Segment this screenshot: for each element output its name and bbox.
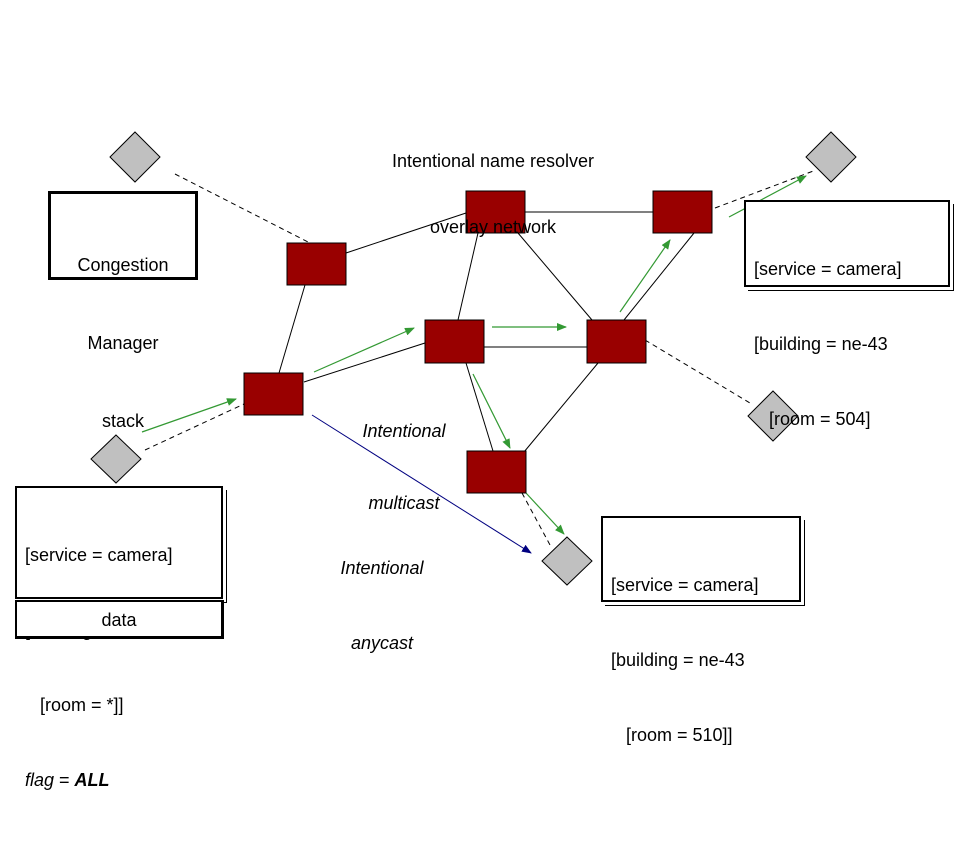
attr504-building-line: [building = ne-43 [754,334,888,354]
resolver-node [286,242,347,286]
resolver-node [465,190,526,234]
anycast-label-line-2: anycast [350,633,414,653]
request-flag-line: flag = ALL [25,768,173,793]
attribute-box-room-510: [service = camera] [building = ne-43 [ro… [601,516,801,745]
congestion-line-3: stack [101,411,144,431]
multicast-label-line-2: multicast [368,493,440,513]
title-line-1: Intentional name resolver [391,151,595,171]
end-node [90,434,142,484]
attr510-service-line: [service = camera] [611,575,759,595]
link-r2-r3 [278,284,306,374]
flag-label: flag [25,770,55,790]
attr510-room-line: [room = 510]] [611,725,733,745]
multicast-arrow-5 [619,239,671,313]
anycast-label: Intentional anycast [322,506,442,681]
multicast-arrow-6 [728,175,807,218]
link-r5-r6 [623,232,695,321]
attribute-box-room-504: [service = camera] [building = ne-43 [ro… [744,200,950,429]
resolver-node [652,190,713,234]
multicast-arrows [141,175,807,535]
end-node [747,390,799,442]
multicast-arrow-1 [141,398,237,433]
title-line-2: overlay network [429,217,557,237]
request-service-line: [service = camera] [25,545,173,565]
end-node [541,536,593,586]
resolver-node [424,319,485,364]
multicast-arrow-7 [525,492,565,535]
end-node [109,131,161,183]
multicast-arrow-4 [472,373,511,449]
link-r4-r7 [465,362,494,452]
multicast-label-line-1: Intentional [362,421,446,441]
multicast-arrow-2 [313,327,415,373]
attr510-building-line: [building = ne-43 [611,650,745,670]
flag-equals: = [54,770,75,790]
end-nodes [90,131,857,586]
attr504-service-line: [service = camera] [754,259,902,279]
request-packet-data: data [15,600,224,639]
resolver-node [586,319,647,364]
link-r1-r5 [517,232,593,321]
congestion-line-2: Manager [87,333,159,353]
dashed-link-right [644,339,751,404]
dashed-link-bottomleft [144,403,245,451]
access-links [144,169,817,546]
resolver-node [243,372,304,416]
multicast-label: Intentional multicast [344,371,464,539]
request-packet-header: [service = camera] [building = ne-43 [ro… [15,486,223,790]
anycast-arrow [311,414,532,554]
resolver-node [466,450,527,494]
anycast-label-line-1: Intentional [340,558,424,578]
overlay-links [278,211,695,453]
link-r3-r4 [303,342,426,383]
data-label: data [101,610,137,630]
dashed-link-topleft [174,173,311,244]
network-diagram [90,131,857,586]
end-node [805,131,857,183]
link-r5-r7 [523,362,599,453]
request-room-line: [room = *]] [25,695,124,715]
flag-value: ALL [74,770,110,790]
resolver-nodes [243,190,713,494]
congestion-line-1: Congestion [77,255,169,275]
diagram-title: Intentional name resolver overlay networ… [360,106,626,260]
link-r2-r1 [345,212,467,254]
dashed-link-bottom [521,492,551,546]
link-r1-r4 [457,232,479,321]
congestion-manager-box: Congestion Manager stack [48,191,198,431]
attr504-room-line: [room = 504] [754,409,871,429]
